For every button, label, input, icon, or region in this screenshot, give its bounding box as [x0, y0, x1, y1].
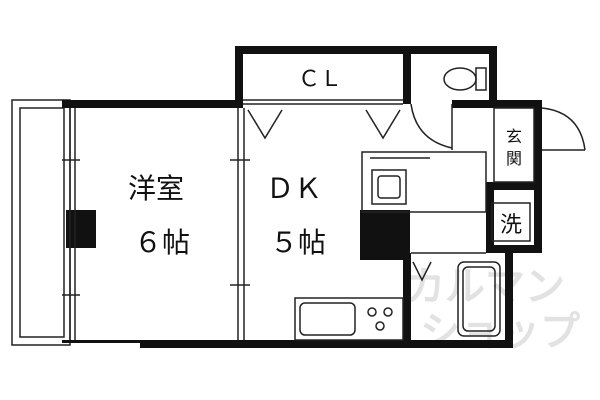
washer-label: 洗 [500, 213, 522, 238]
wall-washer-left [486, 190, 494, 250]
outer-walls [62, 46, 542, 348]
kitchen-sink [299, 302, 356, 336]
wall-toilet-right [489, 46, 497, 108]
wall-top-western [62, 100, 242, 108]
interior-lines [62, 67, 586, 341]
wall-top-closet [235, 46, 497, 54]
bath-door-swing [412, 261, 432, 282]
door-swing-2 [365, 109, 401, 140]
balcony [11, 99, 71, 346]
stove-burner-3 [375, 321, 385, 331]
entrance-label-1: 玄 [506, 127, 522, 146]
door-swing-1 [247, 109, 283, 140]
kitchen-counter [294, 297, 404, 341]
dk-name: ＤＫ [266, 172, 322, 205]
bathtub-inner [462, 266, 496, 332]
pillar-western [66, 210, 96, 248]
room-labels: 洋室 ６帖 ＤＫ ５帖 ＣＬ 玄 関 洗 [128, 67, 522, 259]
wall-bath-left [403, 253, 411, 348]
stove-burner-2 [383, 307, 393, 317]
toilet-bowl [443, 67, 477, 91]
toilet-door-arc [410, 103, 453, 149]
wall-bath-right [505, 253, 513, 348]
bathtub [457, 261, 501, 337]
western-room-name: 洋室 [128, 172, 184, 205]
western-room-size: ６帖 [134, 226, 190, 259]
wall-washer-right [534, 190, 542, 253]
wall-bottom [140, 340, 410, 348]
fridge-space [361, 151, 487, 213]
washbasin [371, 169, 407, 205]
wall-top-entrance [452, 100, 542, 108]
closet-label: ＣＬ [298, 67, 342, 92]
entrance-label-2: 関 [506, 149, 522, 168]
wall-bottom-window [62, 340, 142, 343]
wall-closet-toilet-divider [403, 54, 411, 104]
washbasin-bowl [377, 175, 401, 199]
entrance-door-arc [541, 107, 586, 151]
watermark-line-1: カルマン [405, 264, 565, 310]
pillar-dk [360, 210, 410, 260]
wall-bath-bottom [403, 340, 513, 348]
wall-closet-left [235, 46, 243, 108]
toilet-tank [475, 67, 487, 91]
stove-burner-1 [367, 307, 377, 317]
wall-right-entrance [534, 100, 542, 190]
wall-washer-bottom [486, 245, 542, 253]
balcony-inner [19, 107, 65, 338]
dk-size: ５帖 [270, 226, 326, 259]
washer-box [491, 202, 531, 242]
wall-entrance-bottom [486, 182, 542, 190]
entrance-floor [493, 107, 535, 183]
